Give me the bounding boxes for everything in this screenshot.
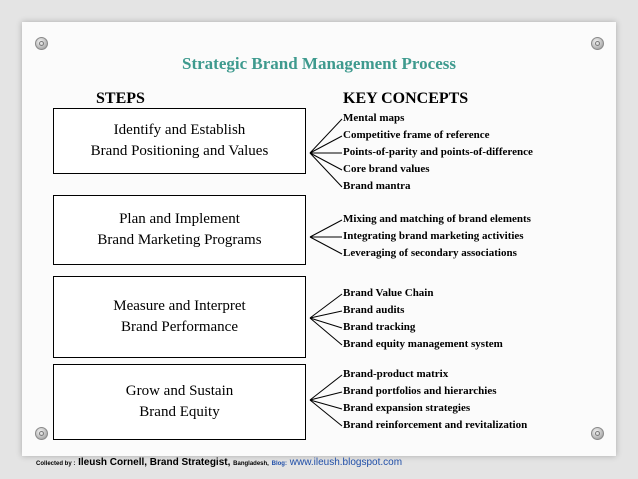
connector-line: [309, 317, 343, 329]
concept-item: Mixing and matching of brand elements: [343, 213, 531, 225]
steps-header: STEPS: [96, 90, 145, 107]
pushpin-icon: [591, 37, 604, 50]
step-4-line-2: Brand Equity: [139, 404, 220, 420]
connector-line: [309, 152, 343, 188]
connector-line: [309, 374, 343, 401]
concept-item: Mental maps: [343, 112, 405, 124]
concept-item: Core brand values: [343, 163, 430, 175]
concept-group-1: Mental maps Competitive frame of referen…: [343, 110, 533, 195]
connector-line: [309, 152, 343, 171]
footer-author: Ileush Cornell, Brand Strategist,: [78, 457, 231, 468]
connector-line: [309, 310, 343, 319]
footer-blog-link[interactable]: www.ileush.blogspot.com: [289, 457, 403, 468]
concept-item: Brand mantra: [343, 180, 411, 192]
pushpin-icon: [591, 427, 604, 440]
connector-line: [309, 317, 343, 346]
concept-item: Brand equity management system: [343, 338, 503, 350]
concept-item: Brand reinforcement and revitalization: [343, 419, 528, 431]
connector-line: [309, 293, 343, 319]
concept-item: Brand expansion strategies: [343, 402, 471, 414]
footer-collected-by: Collected by :: [36, 461, 76, 467]
concept-item: Brand-product matrix: [343, 368, 449, 380]
step-2-line-1: Plan and Implement: [119, 211, 240, 227]
connector-line: [309, 219, 343, 238]
footer-blog-label: Blog:: [271, 461, 287, 467]
connector-line: [309, 391, 343, 401]
step-1-line-1: Identify and Establish: [113, 122, 246, 138]
connector-line: [309, 118, 343, 154]
step-box-2: Plan and Implement Brand Marketing Progr…: [53, 195, 306, 265]
slide-title: Strategic Brand Management Process: [182, 54, 456, 73]
step-box-1: Identify and Establish Brand Positioning…: [53, 108, 306, 174]
concept-item: Brand tracking: [343, 321, 416, 333]
concept-group-3: Brand Value Chain Brand audits Brand tra…: [343, 285, 503, 353]
footer-credit: Collected by : Ileush Cornell, Brand Str…: [36, 457, 402, 468]
concept-item: Brand audits: [343, 304, 405, 316]
concept-item: Integrating brand marketing activities: [343, 230, 524, 242]
connector-line: [309, 399, 343, 427]
concept-item: Brand Value Chain: [343, 287, 434, 299]
concept-item: Points-of-parity and points-of-differenc…: [343, 146, 533, 158]
pushpin-icon: [35, 427, 48, 440]
footer-country: Bangladesh,: [233, 461, 269, 467]
concept-item: Leveraging of secondary associations: [343, 247, 517, 259]
connector-line: [309, 399, 343, 410]
concept-group-2: Mixing and matching of brand elements In…: [343, 211, 531, 262]
connector-line: [309, 236, 343, 255]
key-concepts-header: KEY CONCEPTS: [343, 90, 469, 107]
pushpin-icon: [35, 37, 48, 50]
connector-line: [309, 135, 343, 154]
step-box-4: Grow and Sustain Brand Equity: [53, 364, 306, 440]
concept-item: Competitive frame of reference: [343, 129, 490, 141]
step-3-line-1: Measure and Interpret: [113, 298, 246, 314]
step-box-3: Measure and Interpret Brand Performance: [53, 276, 306, 358]
step-1-line-2: Brand Positioning and Values: [90, 143, 269, 159]
step-2-line-2: Brand Marketing Programs: [97, 232, 262, 248]
step-4-line-1: Grow and Sustain: [125, 383, 234, 399]
concept-item: Brand portfolios and hierarchies: [343, 385, 497, 397]
concept-group-4: Brand-product matrix Brand portfolios an…: [343, 366, 527, 434]
step-3-line-2: Brand Performance: [120, 319, 239, 335]
